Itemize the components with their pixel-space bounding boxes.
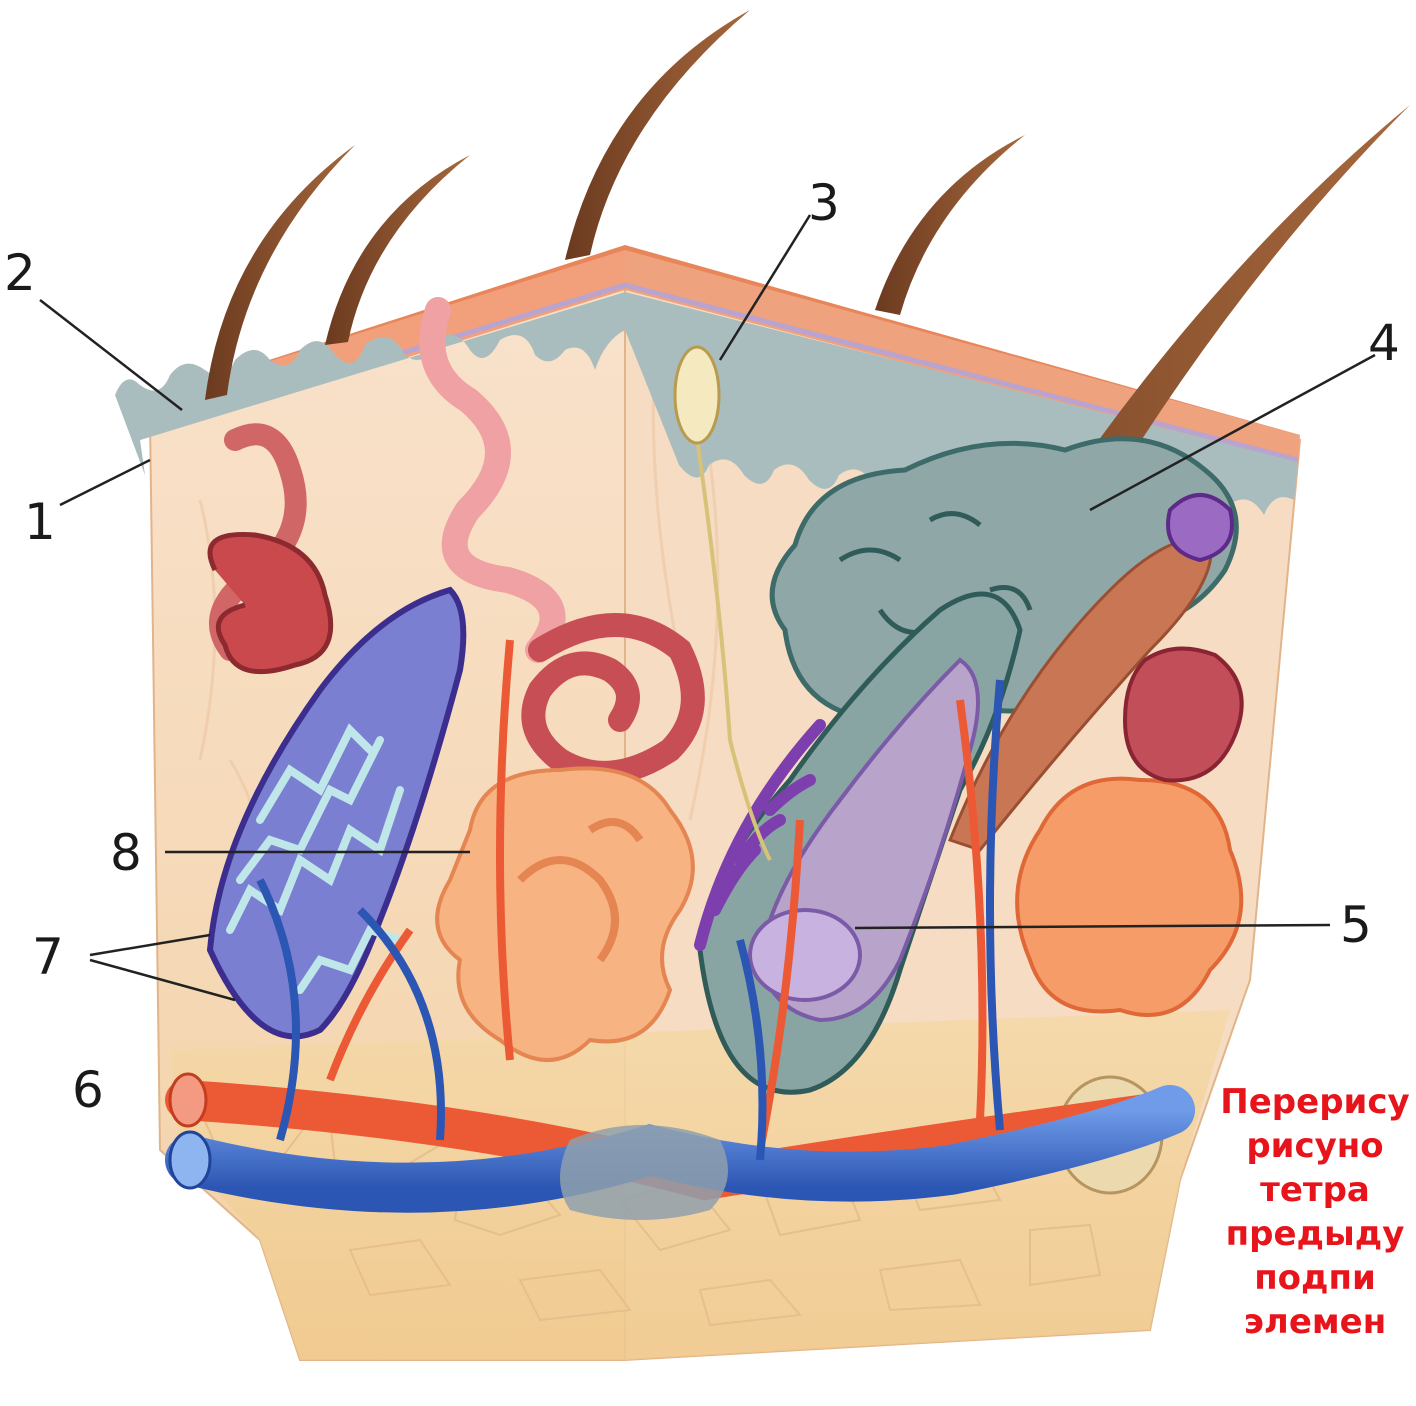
note-line-4: предыду [1185, 1212, 1416, 1256]
label-8: 8 [110, 828, 142, 878]
grey-sleeve [560, 1125, 728, 1220]
hair-3 [565, 10, 750, 260]
note-line-3: тетра [1185, 1168, 1416, 1212]
label-5: 5 [1340, 900, 1372, 950]
sensory-corpuscle [1168, 495, 1232, 560]
instruction-note: Перерису рисуно тетра предыду подпи элем… [1185, 1080, 1416, 1344]
hair-4 [875, 135, 1025, 315]
note-line-1: Перерису [1185, 1080, 1416, 1124]
note-line-2: рисуно [1185, 1124, 1416, 1168]
note-line-6: элемен [1185, 1300, 1416, 1344]
label-1: 1 [24, 497, 56, 547]
artery-end [170, 1074, 206, 1126]
leader-2 [40, 300, 182, 410]
label-6: 6 [72, 1065, 104, 1115]
label-3: 3 [808, 178, 840, 228]
vein-end [170, 1132, 210, 1188]
label-7: 7 [32, 932, 64, 982]
label-2: 2 [4, 248, 36, 298]
leader-1 [60, 460, 150, 505]
meissner-corpuscle [675, 347, 719, 443]
note-line-5: подпи [1185, 1256, 1416, 1300]
gland-8 [437, 768, 693, 1060]
hair-papilla [750, 910, 860, 1000]
label-4: 4 [1368, 318, 1400, 368]
